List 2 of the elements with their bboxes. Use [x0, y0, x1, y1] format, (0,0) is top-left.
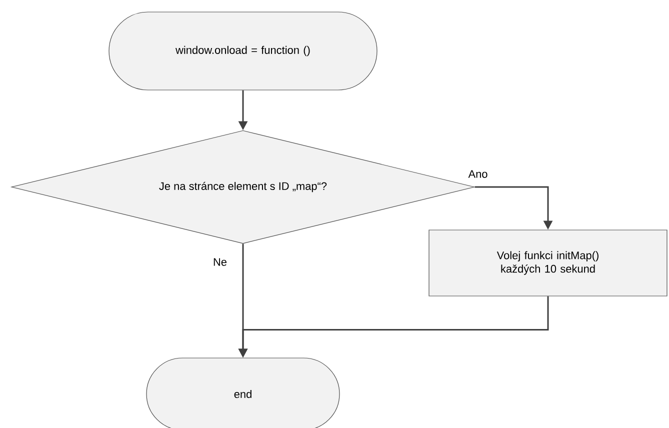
process-box: Volej funkci initMap() každých 10 sekund — [428, 230, 668, 296]
edge-label: Ne — [214, 258, 227, 266]
